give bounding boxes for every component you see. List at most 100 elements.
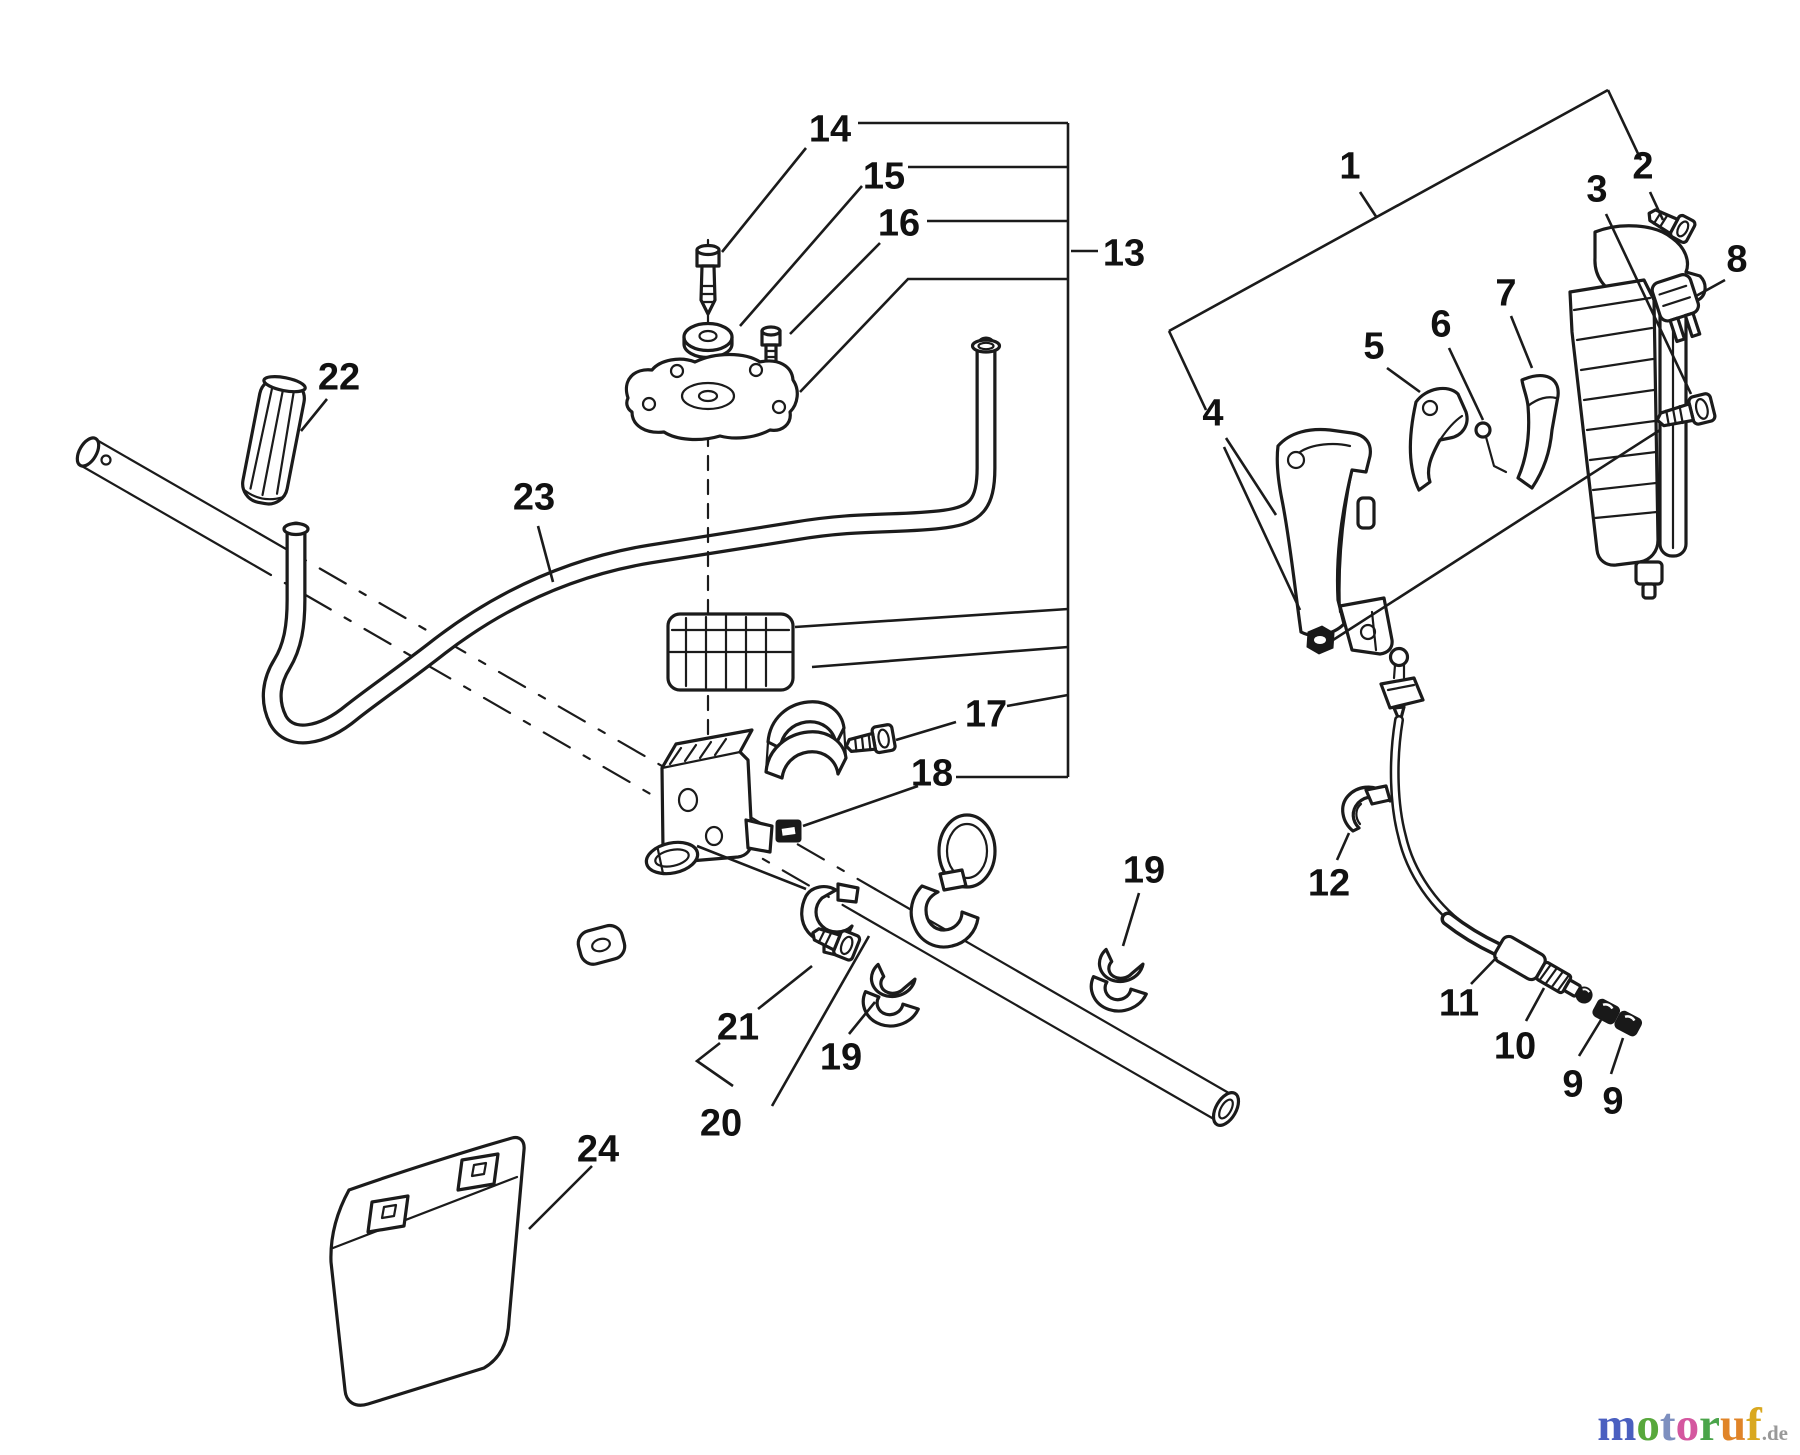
- washer-15: [682, 321, 734, 360]
- part-label-19: 19: [820, 1036, 862, 1078]
- handlebar-tube: [261, 336, 1002, 745]
- shaft-clip-left: [854, 955, 926, 1033]
- assembly-guide-line: [1332, 428, 1661, 642]
- leader-line-16: [789, 242, 881, 335]
- part-label-4: 4: [1202, 392, 1223, 434]
- leader-line-15: [739, 185, 863, 327]
- handlebar-open-end: [970, 338, 1002, 354]
- clamp-saddle-upper: [666, 612, 795, 692]
- cable-hanger-bracket: [644, 840, 700, 876]
- throttle-trigger: [1408, 386, 1469, 492]
- motoruf-domain-suffix: .de: [1761, 1421, 1788, 1445]
- part-label-6: 6: [1430, 303, 1451, 345]
- leader-line-18: [802, 784, 919, 828]
- cable-nut-1: [1592, 998, 1621, 1025]
- motoruf-letter: r: [1699, 1399, 1720, 1451]
- clamp-screw-21: [811, 927, 862, 962]
- stop-switch: [1650, 273, 1702, 344]
- cable-adjuster: [1493, 934, 1593, 1004]
- throttle-lockout: [1516, 374, 1560, 490]
- part-label-19: 19: [1123, 849, 1165, 891]
- leader-line-2: [1648, 191, 1665, 221]
- assembly-guide-line: [694, 1041, 734, 1088]
- part-label-5: 5: [1363, 325, 1384, 367]
- leader-line-12: [1335, 832, 1351, 861]
- motoruf-watermark: motoruf.de: [1597, 1402, 1788, 1449]
- motoruf-letter: o: [1675, 1399, 1700, 1451]
- motoruf-letter: u: [1719, 1399, 1747, 1451]
- square-nut-18: [775, 819, 802, 843]
- part-label-9: 9: [1562, 1063, 1583, 1105]
- part-label-16: 16: [878, 202, 920, 244]
- leader-line-1: [1358, 191, 1379, 219]
- shaft-clip-right: [1082, 940, 1154, 1018]
- assembly-guide-line: [794, 607, 1069, 629]
- leader-line-23: [536, 525, 555, 583]
- leader-line-19: [1121, 892, 1141, 947]
- part-label-24: 24: [577, 1128, 619, 1170]
- leader-line-7: [1509, 315, 1534, 369]
- leader-line-8: [1695, 278, 1726, 298]
- assembly-guide-line: [799, 277, 1068, 393]
- label-leader-lines: [299, 121, 1726, 1230]
- leader-line-17: [1006, 693, 1069, 708]
- part-label-23: 23: [513, 476, 555, 518]
- assembly-guide-line: [1222, 446, 1302, 611]
- leader-line-5: [1386, 366, 1421, 394]
- part-label-1: 1: [1339, 145, 1360, 187]
- clamp-saddle-lower: [764, 700, 848, 780]
- bolt-14: [695, 243, 721, 316]
- handle-housing-left: [1275, 427, 1376, 637]
- bracket-top-cap: [624, 352, 799, 442]
- shaft-mount-hole: [100, 454, 112, 466]
- leader-line-22: [299, 398, 329, 432]
- handle-bracket-assembly: [624, 238, 897, 864]
- assembly-guide-lines: [694, 88, 1661, 1088]
- leader-line-9: [1609, 1037, 1625, 1075]
- part-label-8: 8: [1726, 238, 1747, 280]
- clamp-half-left: [800, 885, 854, 945]
- handle-grip: [241, 375, 307, 506]
- part-label-18: 18: [911, 752, 953, 794]
- motoruf-letter: f: [1746, 1399, 1762, 1451]
- cable-anchor-block: [1338, 596, 1394, 656]
- assembly-guide-line: [1167, 330, 1208, 411]
- shaft-clamp-assembly: [576, 813, 997, 966]
- handle-nut: [1306, 625, 1335, 655]
- part-label-21: 21: [717, 1006, 759, 1048]
- motoruf-logo-text: motoruf: [1597, 1399, 1761, 1451]
- motoruf-letter: o: [1636, 1399, 1660, 1451]
- leader-line-17: [895, 720, 957, 742]
- assembly-guide-line: [696, 844, 807, 891]
- leader-line-9: [1577, 1019, 1603, 1057]
- handle-screw-lower: [1655, 392, 1717, 428]
- part-label-17: 17: [965, 693, 1007, 735]
- cable-clip: [1341, 784, 1392, 833]
- motoruf-letter: t: [1659, 1399, 1676, 1451]
- part-label-20: 20: [700, 1102, 742, 1144]
- clamp-half-right: [909, 884, 980, 949]
- leader-line-19: [847, 1001, 877, 1035]
- part-label-15: 15: [863, 155, 905, 197]
- leader-line-24: [528, 1165, 593, 1230]
- part-label-3: 3: [1586, 168, 1607, 210]
- cable-end-ball: [1388, 646, 1410, 668]
- trigger-pin: [1474, 421, 1508, 474]
- assembly-guide-line: [1606, 89, 1643, 161]
- part-label-7: 7: [1495, 272, 1516, 314]
- leader-line-10: [1524, 987, 1546, 1022]
- throttle-cable-assembly: [1341, 646, 1643, 1037]
- part-label-14: 14: [809, 108, 851, 150]
- clamp-screw-17: [844, 723, 897, 755]
- motoruf-letter: m: [1597, 1399, 1637, 1451]
- clamp-bracket: [660, 728, 774, 864]
- cable-nut-2: [1614, 1010, 1643, 1037]
- hanger-clip: [576, 923, 627, 966]
- leader-line-6: [1447, 347, 1485, 421]
- part-label-22: 22: [318, 356, 360, 398]
- part-label-13: 13: [1103, 232, 1145, 274]
- leader-line-20: [770, 935, 871, 1107]
